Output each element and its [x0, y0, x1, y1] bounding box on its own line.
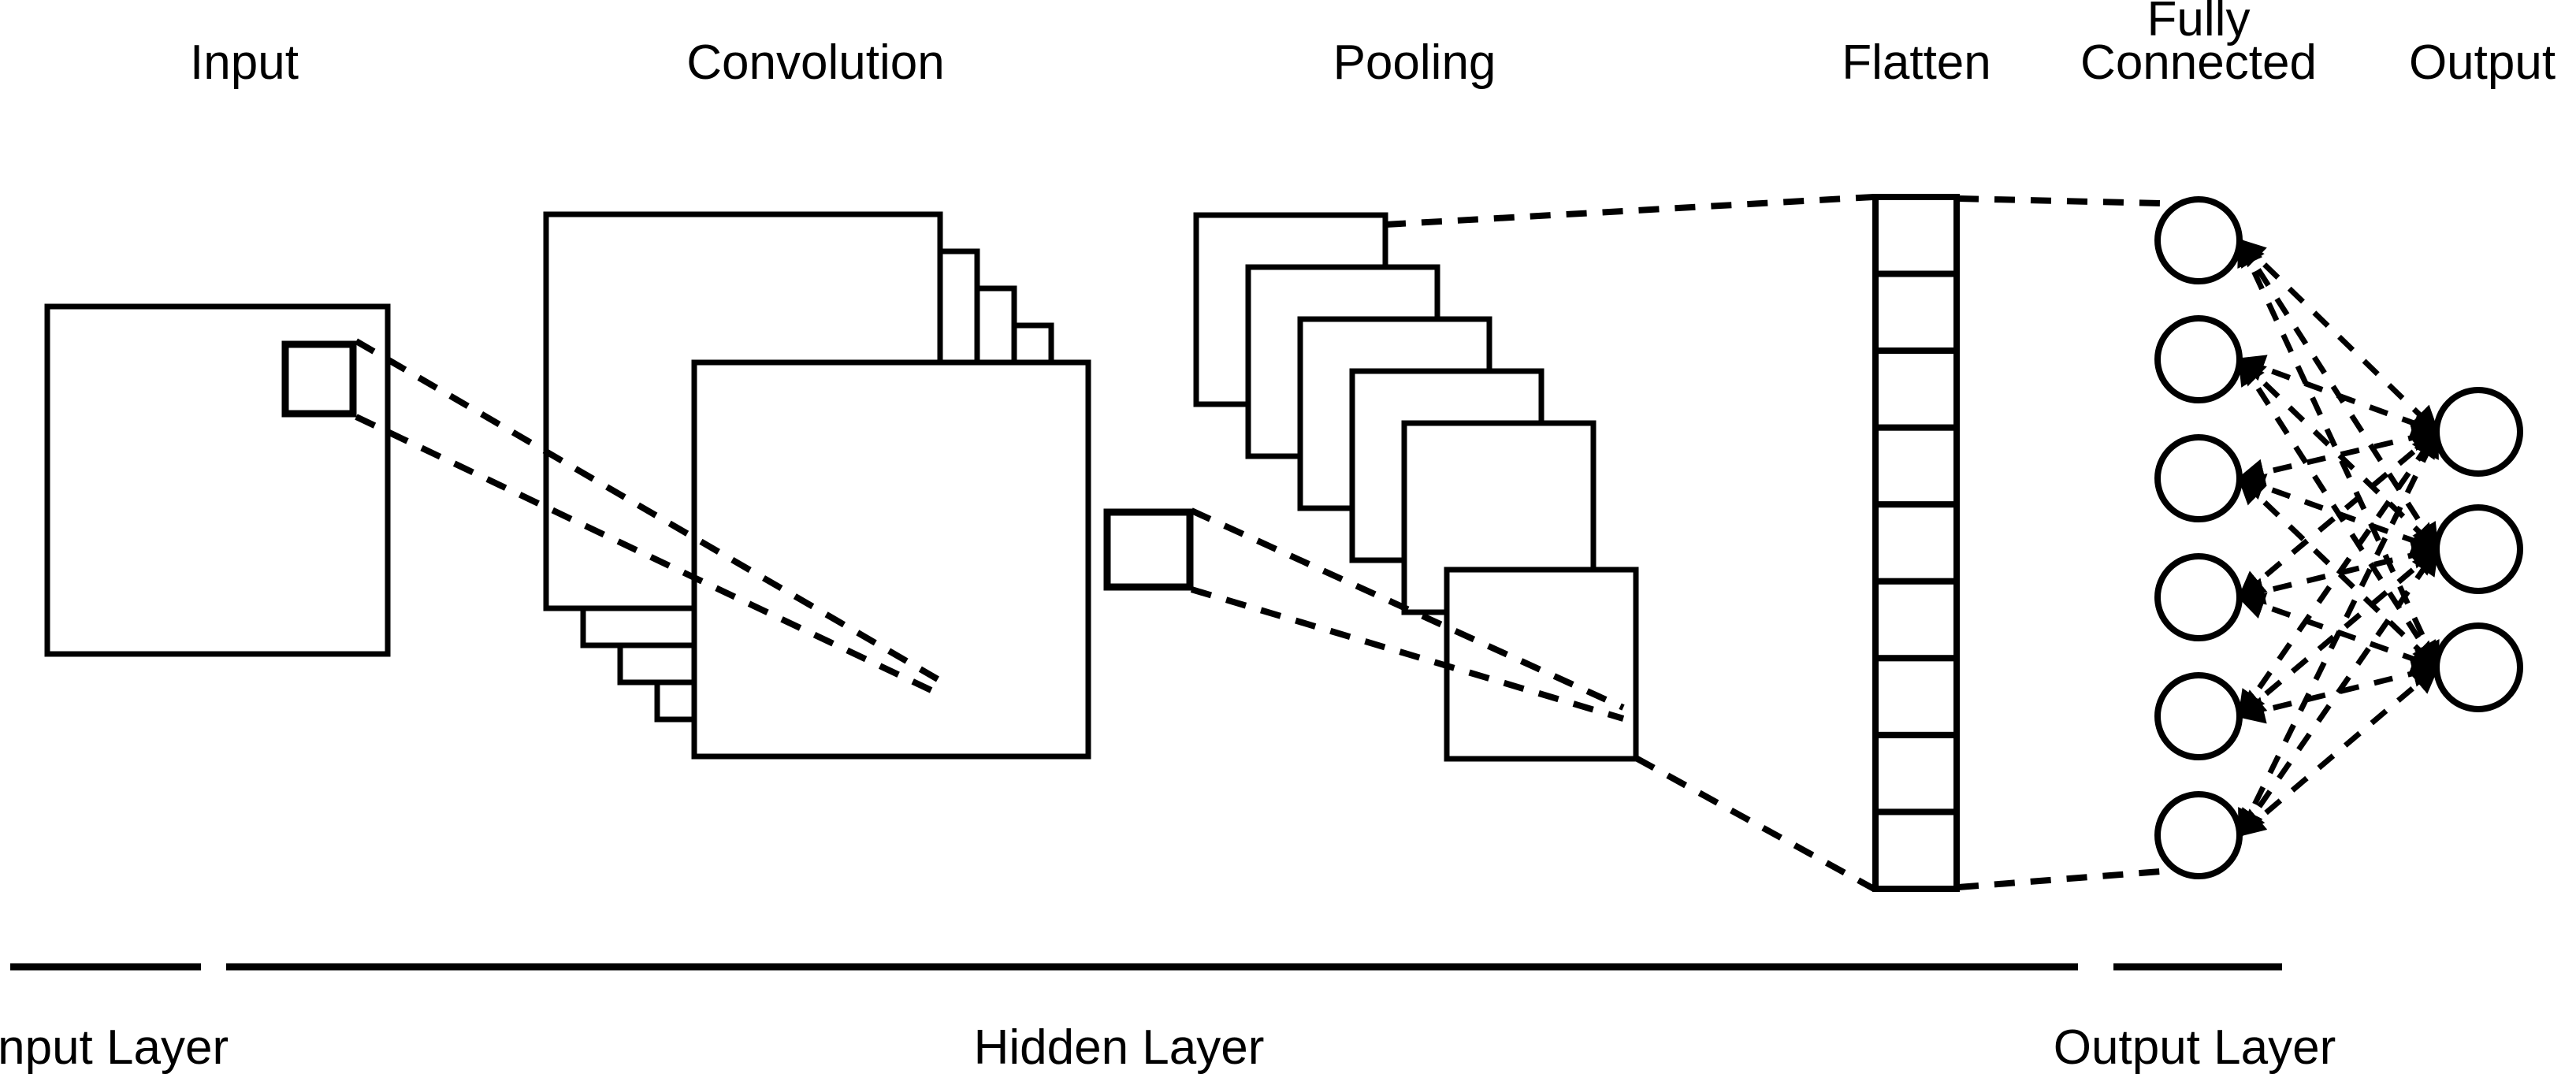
- projection-guides: [354, 194, 2162, 892]
- fc-neuron-1: [2154, 196, 2243, 284]
- fc-neuron-4: [2154, 553, 2243, 641]
- stage-label-fully-connected-line2: Connected: [2080, 35, 2317, 90]
- guide-input-kernel-top: [354, 338, 940, 682]
- flatten-cell-2: [1872, 270, 1960, 355]
- fc-neuron-5: [2154, 672, 2243, 760]
- guide-conv-kernel-bottom: [1190, 586, 1625, 722]
- input-kernel-window: [281, 340, 357, 418]
- fc-neuron-3: [2154, 434, 2243, 522]
- input-feature-map: [44, 303, 391, 657]
- stage-label-fully-connected-line1: Fully: [2147, 0, 2251, 46]
- layer-label-output: Output Layer: [2054, 1020, 2336, 1075]
- layer-label-hidden: Hidden Layer: [974, 1020, 1265, 1075]
- flatten-column: [1872, 194, 1960, 892]
- output-neuron-2: [2433, 504, 2523, 594]
- convolution-stack: [543, 211, 1194, 760]
- stage-label-pooling: Pooling: [1333, 35, 1496, 90]
- output-neuron-3: [2433, 622, 2523, 712]
- fc-neuron-6: [2154, 791, 2243, 879]
- convolution-feature-map-front: [691, 359, 1091, 760]
- stage-label-convolution: Convolution: [686, 35, 944, 90]
- flatten-cell-8: [1872, 731, 1960, 816]
- stage-label-group: Input Convolution Pooling Flatten Fully …: [190, 0, 2556, 90]
- fully-connected-neurons: [2154, 196, 2243, 879]
- connection-fc6-out1: [2236, 429, 2440, 838]
- fc-to-output-connections: [2236, 237, 2440, 838]
- guide-pool-to-flatten-top: [1385, 194, 1875, 228]
- flatten-cell-7: [1872, 655, 1960, 738]
- pooling-feature-map-6: [1444, 567, 1639, 762]
- guide-conv-kernel-top: [1190, 507, 1625, 711]
- flatten-cell-1: [1872, 194, 1960, 277]
- fc-neuron-2: [2154, 315, 2243, 403]
- guide-flatten-to-fc-bottom: [1957, 868, 2162, 890]
- stage-label-input: Input: [190, 35, 299, 90]
- connection-fc6-out3: [2237, 665, 2440, 838]
- layer-label-input: Input Layer: [0, 1020, 229, 1075]
- input-image-plane: [44, 303, 391, 657]
- flatten-cell-9: [1872, 808, 1960, 892]
- guide-flatten-to-fc-top: [1957, 195, 2162, 206]
- guide-pool-to-flatten-bottom: [1634, 755, 1875, 892]
- flatten-cell-5: [1872, 501, 1960, 585]
- output-neuron-1: [2433, 387, 2523, 477]
- stage-label-flatten: Flatten: [1842, 35, 1991, 90]
- flatten-cell-3: [1872, 347, 1960, 431]
- layer-group-labels: Input Layer Hidden Layer Output Layer: [0, 1020, 2336, 1075]
- output-neurons: [2433, 387, 2523, 712]
- pooling-stack: [1193, 212, 1639, 762]
- stage-label-output: Output: [2409, 35, 2556, 90]
- flatten-cell-6: [1872, 578, 1960, 662]
- convolution-kernel-window: [1103, 508, 1194, 591]
- flatten-cell-4: [1872, 424, 1960, 508]
- connection-fc2-out1: [2236, 355, 2440, 437]
